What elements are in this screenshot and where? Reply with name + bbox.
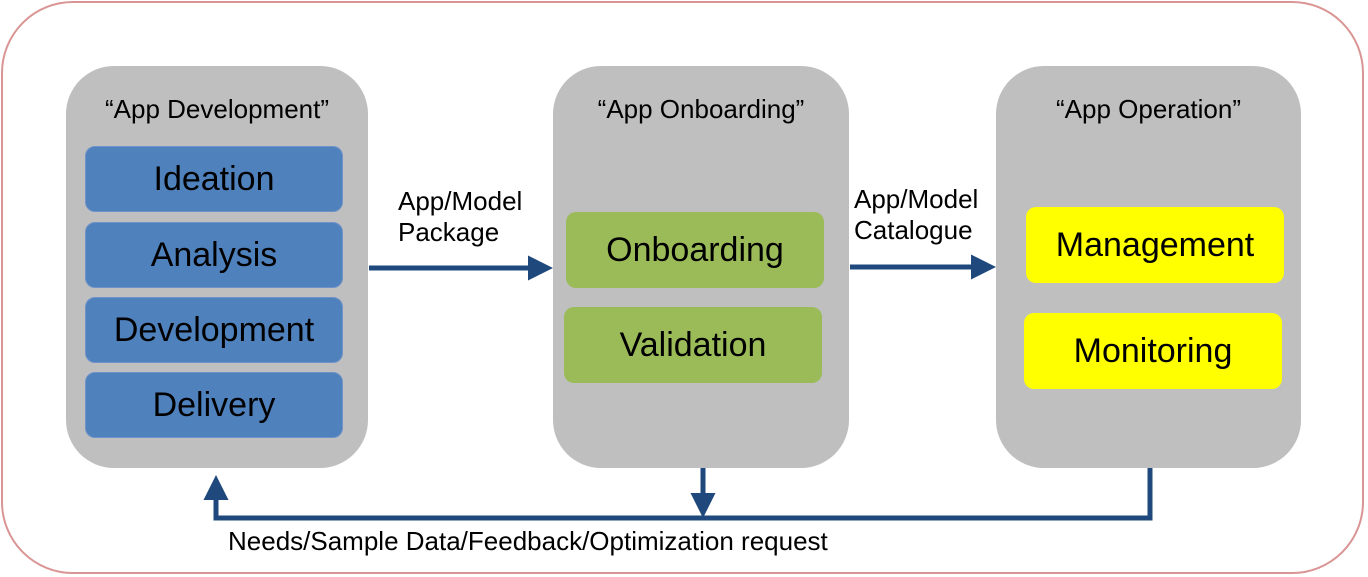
catalogue-label: App/Model Catalogue bbox=[854, 184, 978, 246]
box-management: Management bbox=[1026, 207, 1284, 283]
feedback-label: Needs/Sample Data/Feedback/Optimization … bbox=[228, 526, 828, 556]
catalogue-label-line1: App/Model bbox=[854, 184, 979, 214]
box-development: Development bbox=[85, 297, 343, 363]
catalogue-label-line2: Catalogue bbox=[854, 215, 973, 245]
arrow-feedback-loop bbox=[203, 468, 1153, 521]
package-label-line2: Package bbox=[398, 217, 500, 247]
box-ideation: Ideation bbox=[85, 146, 343, 212]
box-analysis: Analysis bbox=[85, 222, 343, 288]
stage-title: “App Operation” bbox=[1056, 94, 1241, 124]
box-delivery: Delivery bbox=[85, 372, 343, 438]
package-label-line1: App/Model bbox=[398, 186, 523, 216]
box-validation: Validation bbox=[564, 307, 822, 383]
stage-title: “App Development” bbox=[105, 94, 329, 124]
box-monitoring: Monitoring bbox=[1024, 313, 1282, 389]
stage-title: “App Onboarding” bbox=[597, 94, 805, 124]
package-label: App/Model Package bbox=[398, 186, 522, 248]
box-onboarding: Onboarding bbox=[566, 212, 824, 288]
